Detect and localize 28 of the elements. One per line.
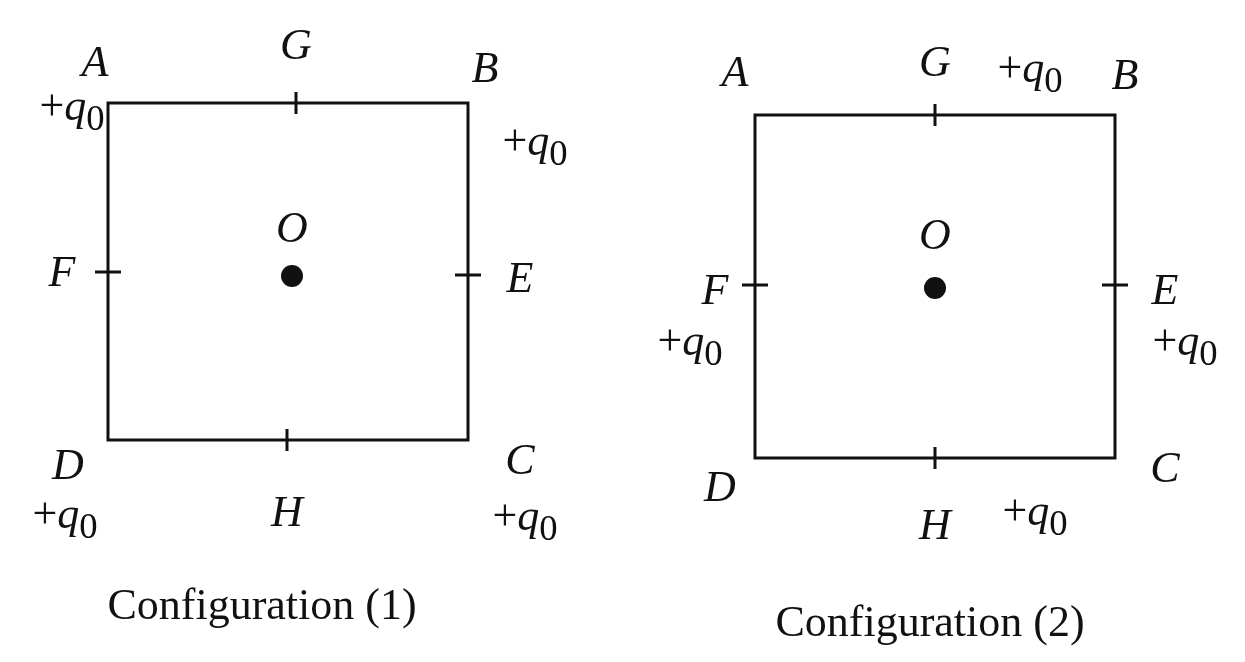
point-label: C xyxy=(505,438,535,482)
charge-label: +q$_{0}$ xyxy=(502,118,568,172)
charge-label: +q$_{0}$ xyxy=(32,491,98,545)
point-label: B xyxy=(471,46,499,90)
point-label: E xyxy=(1151,268,1179,312)
point-label: A xyxy=(721,50,749,94)
point-label: A xyxy=(81,40,109,84)
point-label: F xyxy=(48,250,76,294)
point-label: D xyxy=(52,443,84,487)
point-label: G xyxy=(919,40,951,84)
charge-label: +q$_{0}$ xyxy=(39,83,105,137)
charge-label: +q$_{0}$ xyxy=(1152,318,1218,372)
point-label: D xyxy=(704,465,736,509)
point-label: F xyxy=(701,268,729,312)
charge-label: +q$_{0}$ xyxy=(997,45,1063,99)
point-label: E xyxy=(506,256,534,300)
charge-label: +q$_{0}$ xyxy=(1002,488,1068,542)
configuration-caption: Configuration (2) xyxy=(775,600,1085,644)
charge-label: +q$_{0}$ xyxy=(492,493,558,547)
charge-label: +q$_{0}$ xyxy=(657,318,723,372)
point-label: B xyxy=(1111,53,1139,97)
point-label: H xyxy=(919,503,951,547)
point-label: C xyxy=(1150,446,1180,490)
point-label: G xyxy=(280,23,312,67)
point-label: O xyxy=(276,206,308,250)
point-label: H xyxy=(271,490,303,534)
configuration-caption: Configuration (1) xyxy=(107,583,417,627)
point-label: O xyxy=(919,213,951,257)
